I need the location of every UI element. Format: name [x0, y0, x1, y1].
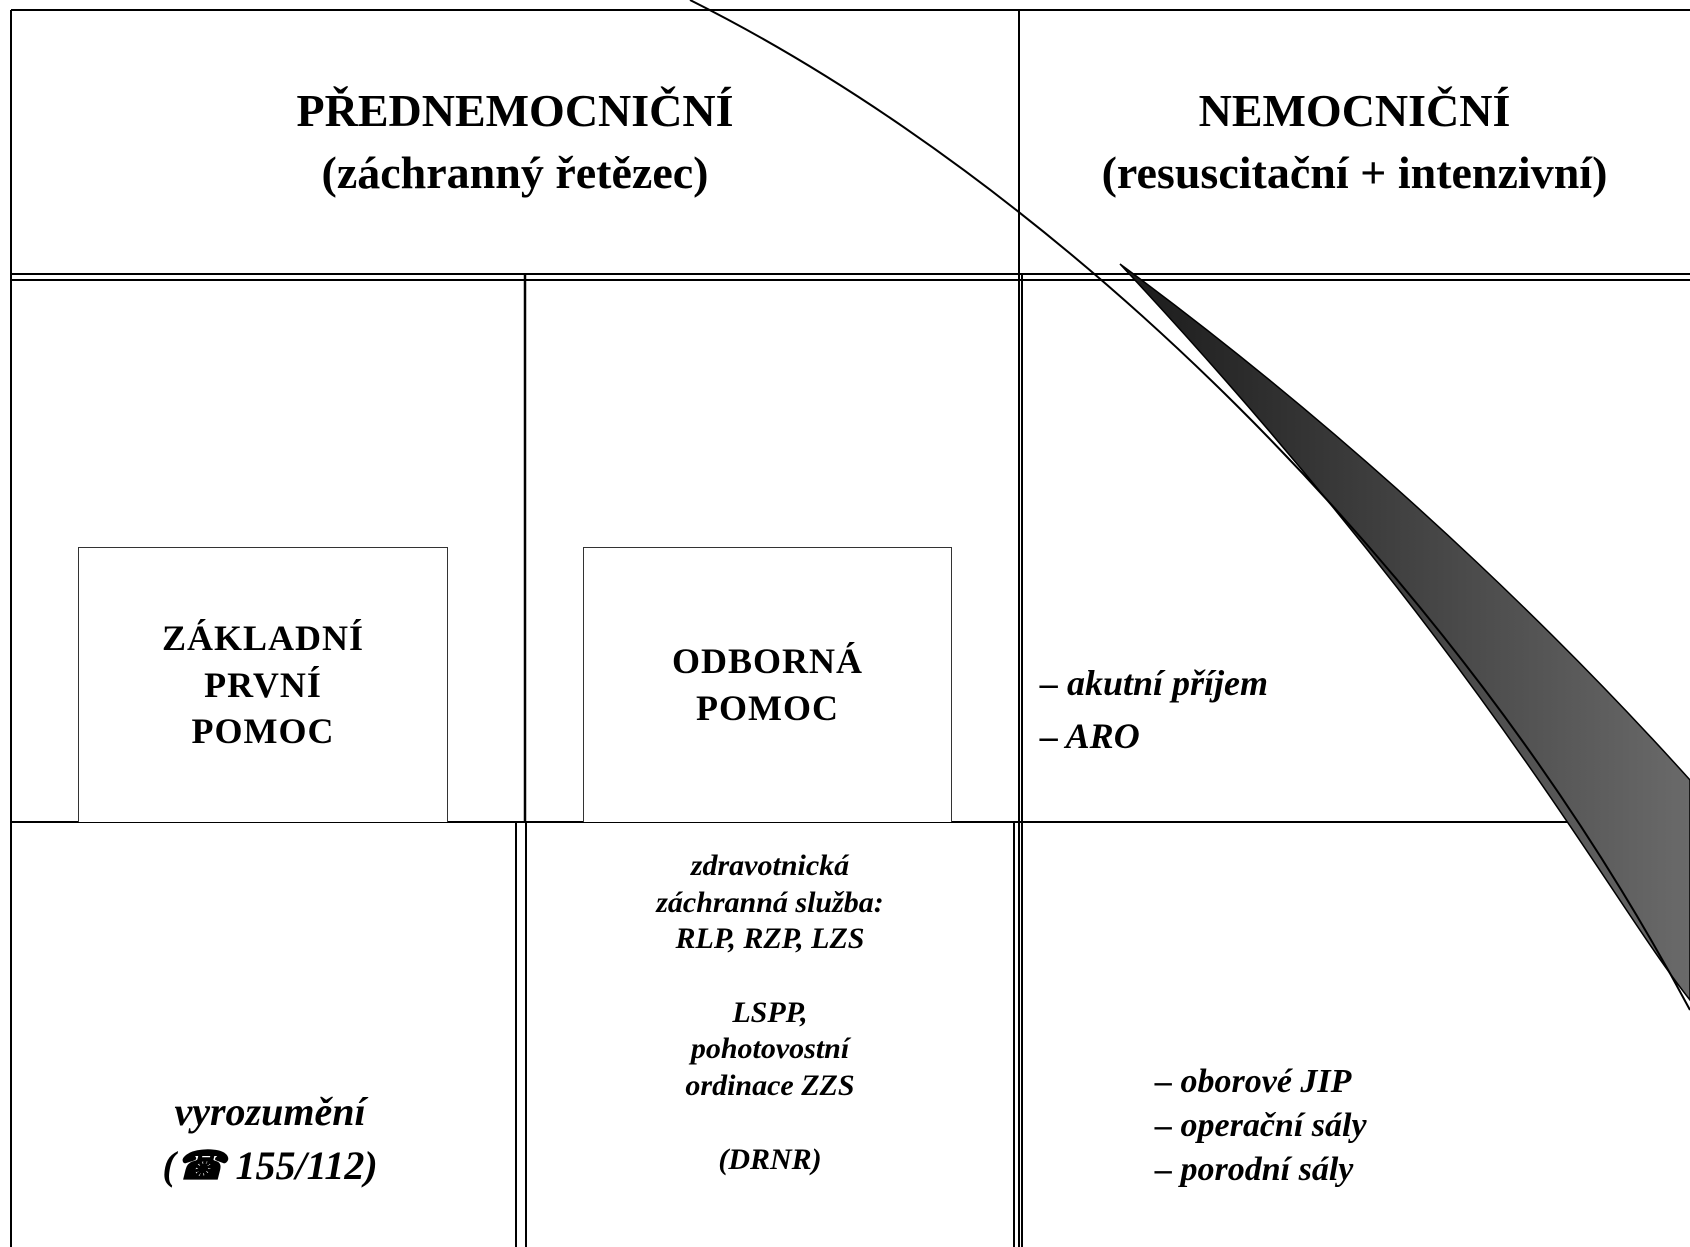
basic-box-line: POMOC — [191, 711, 335, 752]
services-line — [530, 958, 1010, 995]
basic-box-line: ZÁKLADNÍ — [161, 617, 365, 658]
hospital-lower-list: – oborové JIP – operační sály – porodní … — [1155, 1060, 1367, 1193]
services-line: (DRNR) — [718, 1142, 822, 1176]
expert-box-line: ODBORNÁ — [671, 641, 863, 682]
prehospital-header: PŘEDNEMOCNIČNÍ (záchranný řetězec) — [11, 10, 1019, 274]
hospital-upper-item: – akutní příjem — [1040, 663, 1269, 703]
hospital-lower-item: – porodní sály — [1155, 1151, 1354, 1189]
prehospital-title: PŘEDNEMOCNIČNÍ — [296, 84, 734, 136]
services-line: RLP, RZP, LZS — [675, 922, 865, 956]
notification-text: vyrozumění (☎ 155/112) — [60, 1085, 480, 1193]
services-line — [530, 1105, 1010, 1142]
hospital-subtitle: (resuscitační + intenzivní) — [1101, 147, 1608, 198]
arc-line — [689, 0, 1690, 1011]
basic-first-aid-box: ZÁKLADNÍ PRVNÍ POMOC — [78, 547, 448, 822]
expert-aid-box: ODBORNÁ POMOC — [583, 547, 952, 822]
services-line: ordinace ZZS — [685, 1068, 855, 1102]
hospital-header: NEMOCNIČNÍ (resuscitační + intenzivní) — [1019, 10, 1690, 274]
hospital-title: NEMOCNIČNÍ — [1198, 84, 1511, 136]
notification-line: (☎ 155/112) — [162, 1143, 378, 1188]
prehospital-subtitle: (záchranný řetězec) — [321, 147, 709, 198]
services-line: LSPP, — [732, 995, 808, 1029]
services-line: pohotovostní — [690, 1032, 850, 1066]
expert-box-line: POMOC — [696, 688, 839, 728]
services-line: zdravotnická — [690, 849, 850, 882]
hospital-lower-item: – oborové JIP — [1155, 1063, 1352, 1100]
hospital-lower-item: – operační sály — [1155, 1107, 1367, 1145]
hospital-upper-item: – ARO — [1040, 716, 1140, 756]
notification-line: vyrozumění — [174, 1089, 366, 1134]
basic-box-line: PRVNÍ — [204, 664, 322, 705]
services-text: zdravotnická záchranná služba: RLP, RZP,… — [530, 848, 1010, 1178]
services-line: záchranná služba: — [656, 885, 884, 919]
